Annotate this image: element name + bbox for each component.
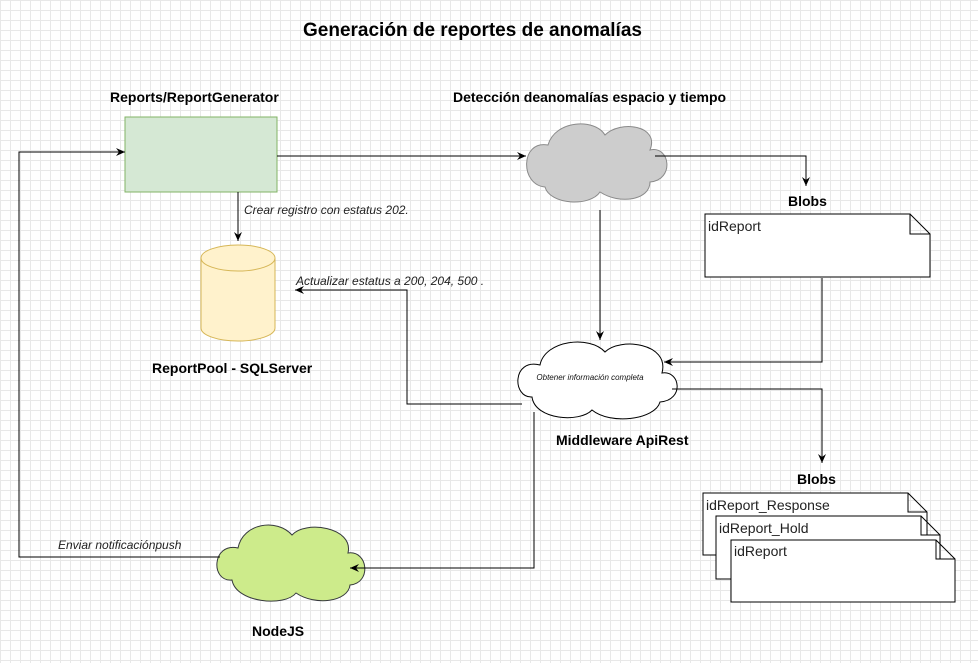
blobs-top-label: Blobs [788,193,827,209]
blobs-bottom-label: Blobs [797,471,836,487]
middleware-label: Middleware ApiRest [556,432,689,448]
blob-document-idreport[interactable] [730,539,956,603]
report-pool-database[interactable] [200,244,276,342]
edge-detection-to-blobs [655,155,810,186]
diagram-title: Generación de reportes de anomalías [303,20,642,41]
nodejs-label: NodeJS [252,623,305,639]
middleware-inner-label: Obtener información completa [536,373,644,382]
edge-nodejs-to-generator [18,148,220,558]
blob-top-doc-label: idReport [708,218,761,234]
middleware-cloud[interactable] [517,341,678,420]
report-generator-box[interactable] [124,116,278,193]
send-notification-label: Enviar notificaciónpush [58,538,182,552]
blob-doc-response-label: idReport_Response [706,497,830,513]
edge-middleware-to-pool [295,286,522,405]
anomaly-detection-cloud[interactable] [526,123,668,203]
update-status-label: Actualizar estatus a 200, 204, 500 . [296,274,485,288]
blob-document-top[interactable] [704,213,931,278]
edge-blobs-to-middleware [664,278,823,366]
report-pool-label: ReportPool - SQLServer [152,360,313,376]
blob-doc-hold-label: idReport_Hold [719,520,809,536]
edge-middleware-to-blobs [672,388,826,463]
blob-doc-idreport-label: idReport [734,543,787,559]
edge-middleware-to-nodejs [350,412,535,572]
report-generator-label: Reports/ReportGenerator [110,89,279,105]
create-record-label: Crear registro con estatus 202. [244,203,409,217]
nodejs-cloud[interactable] [216,524,366,602]
anomaly-detection-label: Detección deanomalías espacio y tiempo [453,89,727,105]
